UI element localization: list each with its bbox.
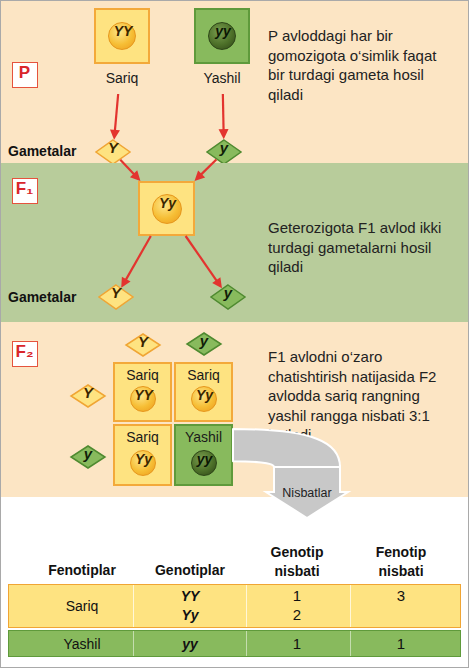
punnett-cell: SariqYy: [174, 362, 233, 422]
table-divider: [350, 631, 351, 656]
punnett-cell: Yashil yy: [174, 424, 233, 486]
gamete-heading: Gametalar: [8, 142, 94, 160]
generation-label: F₂: [9, 342, 40, 366]
table-cell: 1: [277, 587, 317, 605]
genotype-label: yy: [203, 23, 243, 49]
genotype-label: Yy: [147, 195, 189, 223]
table-cell: yy: [160, 635, 220, 653]
allele-circle: YY: [108, 22, 136, 50]
gamete-label: y: [206, 139, 242, 165]
table-divider: [133, 631, 134, 656]
phenotype-label: Sariq: [72, 69, 172, 87]
explanation-text: F1 avlodni o‘zaro chatishtirish natijasi…: [268, 347, 456, 445]
table-cell: 1: [277, 635, 317, 653]
table-divider: [133, 585, 134, 627]
gamete-label: Y: [125, 333, 161, 357]
table-cell: 3: [381, 587, 421, 605]
allele-circle: Yy: [152, 194, 182, 224]
gamete-label: y: [70, 445, 106, 469]
parent-genotype: yyYashil: [194, 8, 250, 94]
phenotype-label: Yashil: [172, 429, 235, 446]
gamete-label: y: [210, 284, 246, 310]
table-cell: Genotip nisbati: [257, 543, 337, 581]
allele-circle: Yy: [130, 450, 156, 476]
table-cell: Fenotiplar: [27, 561, 137, 579]
generation-label: P: [9, 63, 40, 87]
genotype-label: Yy: [125, 451, 163, 475]
gamete-diamond: y: [206, 139, 242, 165]
phenotype-label: Sariq: [111, 429, 174, 446]
table-divider: [246, 585, 247, 627]
allele-circle: YY: [130, 386, 156, 412]
generation-tag: F₂: [12, 341, 38, 367]
genotype-label: Yy: [186, 387, 224, 411]
gamete-diamond: y: [186, 332, 222, 356]
generation-label: F₁: [9, 179, 40, 203]
table-cell: Sariq: [32, 597, 132, 615]
explanation-text: P avloddagi har bir gomozigota o‘simlik …: [268, 26, 456, 104]
arrow-label: Nisbatlar: [262, 485, 352, 501]
table-divider: [350, 585, 351, 627]
gamete-label: y: [186, 332, 222, 356]
gamete-diamond: Y: [98, 284, 134, 310]
table-cell: Yy: [160, 606, 220, 624]
generation-tag: F₁: [12, 178, 38, 204]
ratio-arrow: Nisbatlar: [266, 466, 348, 518]
gamete-diamond: y: [210, 284, 246, 310]
diamond-outline: [99, 285, 133, 309]
diamond-outline: [71, 446, 105, 468]
gamete-label: Y: [98, 284, 134, 310]
gamete-diamond: Y: [70, 384, 106, 408]
f1-genotype: Yy: [138, 181, 195, 236]
gamete-heading: Gametalar: [8, 288, 94, 306]
diamond-outline: [96, 140, 130, 164]
punnett-cell: SariqYy: [113, 424, 172, 486]
table-cell: Fenotip nisbati: [361, 543, 441, 581]
genotype-label: YY: [103, 23, 143, 49]
diamond-outline: [211, 285, 245, 309]
gamete-diamond: Y: [95, 139, 131, 165]
punnett-cell: SariqYY: [113, 362, 172, 422]
phenotype-label: Yashil: [172, 69, 272, 87]
table-cell: Genotiplar: [135, 561, 245, 579]
genotype-label: yy: [186, 451, 224, 475]
diamond-outline: [187, 333, 221, 355]
generation-band: F1 avlodni o‘zaro chatishtirish natijasi…: [1, 322, 468, 497]
table-divider: [246, 631, 247, 656]
generation-tag: P: [12, 62, 38, 88]
phenotype-label: Sariq: [172, 367, 235, 384]
gamete-diamond: y: [70, 445, 106, 469]
table-cell: Yashil: [32, 635, 132, 653]
gamete-label: Y: [70, 384, 106, 408]
gamete-diamond: Y: [125, 333, 161, 357]
genotype-square: YY: [94, 8, 150, 64]
gamete-label: Y: [95, 139, 131, 165]
diamond-outline: [126, 334, 160, 356]
parent-genotype: YYSariq: [94, 8, 150, 94]
genotype-label: YY: [125, 387, 163, 411]
generation-band: P avloddagi har bir gomozigota o‘simlik …: [1, 1, 468, 163]
table-cell: 2: [277, 606, 317, 624]
genotype-square: yy: [194, 8, 250, 64]
phenotype-label: Sariq: [111, 367, 174, 384]
diamond-outline: [207, 140, 241, 164]
explanation-text: Geterozigota F1 avlod ikki turdagi gamet…: [268, 218, 456, 277]
table-cell: 1: [381, 635, 421, 653]
allele-circle: yy: [191, 450, 217, 476]
allele-circle: Yy: [191, 386, 217, 412]
allele-circle: yy: [208, 22, 236, 50]
diamond-outline: [71, 385, 105, 407]
table-cell: YY: [160, 587, 220, 605]
